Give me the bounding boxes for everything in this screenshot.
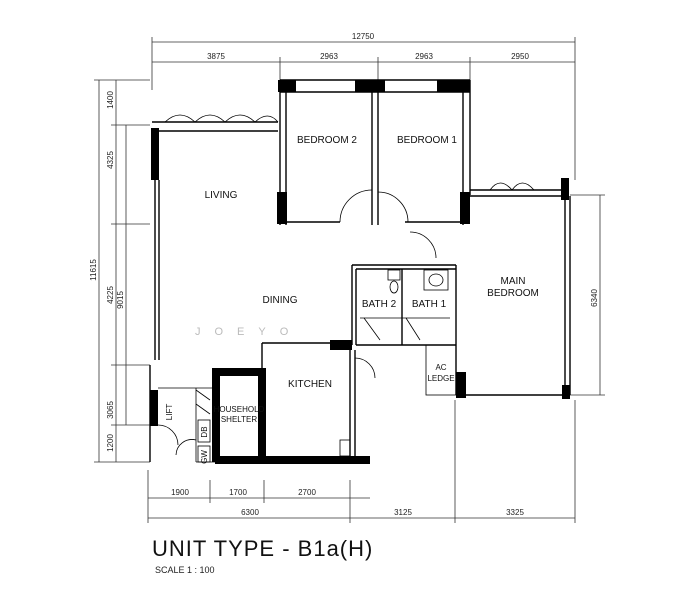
label-db: DB [200,426,209,437]
top-dimensions: 12750 3875 2963 2963 2950 [151,32,576,180]
label-bath-1: BATH 1 [412,299,447,310]
label-bath-2: BATH 2 [362,299,397,310]
dim-bottom-3: 2700 [298,488,316,497]
label-household-shelter-2: SHELTER [221,415,258,424]
dim-top-3: 2963 [415,52,433,61]
dim-bottom-total-2: 3125 [394,508,412,517]
label-ac-ledge-2: LEDGE [427,374,454,383]
dim-top-4: 2950 [511,52,529,61]
left-dimensions: 11615 1400 4325 4225 9015 3065 1200 [89,79,150,463]
label-lift: LIFT [165,404,174,421]
dim-left-c1: 3065 [106,401,115,419]
bottom-dimensions: 1900 1700 2700 6300 3125 3325 [147,400,576,523]
dim-top-total: 12750 [352,32,375,41]
dim-top-2: 2963 [320,52,338,61]
dim-bottom-total-1: 6300 [241,508,259,517]
dim-left-total: 11615 [89,259,98,281]
dim-left-a2: 4325 [106,151,115,169]
label-main-bedroom-1: MAIN [501,276,526,287]
dim-left-b: 9015 [116,291,125,309]
label-main-bedroom-2: BEDROOM [487,288,539,299]
label-gw: GW [200,450,209,464]
right-dimensions: 6340 [570,194,605,396]
dim-left-c2: 1200 [106,434,115,452]
label-dining: DINING [263,295,298,306]
plan-scale: SCALE 1 : 100 [155,565,215,575]
label-ac-ledge-1: AC [435,363,446,372]
dim-left-a3: 4225 [106,286,115,304]
label-bedroom-1: BEDROOM 1 [397,135,457,146]
dim-bottom-2: 1700 [229,488,247,497]
label-kitchen: KITCHEN [288,379,332,390]
walls [149,79,571,464]
dim-left-a1: 1400 [106,91,115,109]
dim-bottom-1: 1900 [171,488,189,497]
plan-title: UNIT TYPE - B1a(H) [152,536,373,561]
dim-right: 6340 [590,289,599,307]
label-living: LIVING [205,190,238,201]
label-bedroom-2: BEDROOM 2 [297,135,357,146]
watermark: JOEYO [195,326,302,338]
label-household-shelter-1: HOUSEHOLD [214,405,265,414]
dim-bottom-total-3: 3325 [506,508,524,517]
dim-top-1: 3875 [207,52,225,61]
